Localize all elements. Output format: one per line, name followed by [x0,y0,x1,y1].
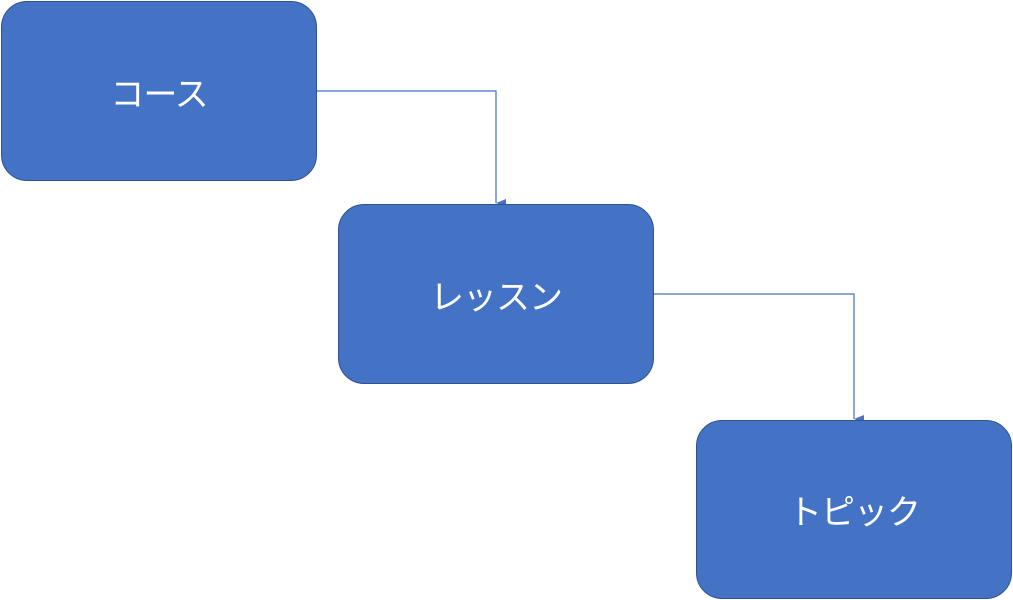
node-lesson: レッスン [338,204,654,384]
connector-lesson-to-topic [654,293,864,423]
node-course-label: コース [110,74,208,115]
node-course: コース [1,1,317,181]
node-lesson-label: レッスン [430,277,563,318]
node-topic-label: トピック [788,493,921,533]
node-topic: トピック [696,420,1012,599]
connector-course-to-lesson [317,90,506,207]
